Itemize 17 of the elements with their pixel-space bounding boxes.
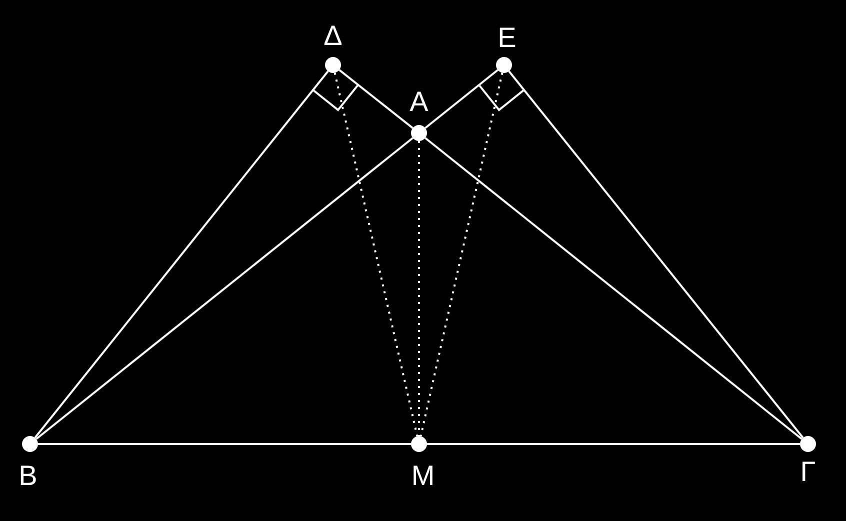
- line-segment: [338, 69, 414, 129]
- point-label: Μ: [411, 462, 435, 490]
- line-segment: [424, 69, 498, 129]
- line-segment: [427, 443, 800, 445]
- point-label: Β: [18, 462, 38, 490]
- dotted-line: [420, 72, 504, 436]
- point-label: Α: [410, 88, 428, 116]
- line-segment: [34, 70, 329, 438]
- dotted-line: [334, 72, 418, 436]
- point-label: Δ: [324, 22, 342, 50]
- line-segment: [38, 443, 411, 445]
- line-segment: [36, 137, 414, 440]
- point-label: Γ: [800, 458, 816, 486]
- line-segment: [508, 70, 804, 438]
- dotted-line: [418, 141, 420, 436]
- line-segment: [424, 137, 802, 440]
- point-label: Ε: [498, 24, 516, 52]
